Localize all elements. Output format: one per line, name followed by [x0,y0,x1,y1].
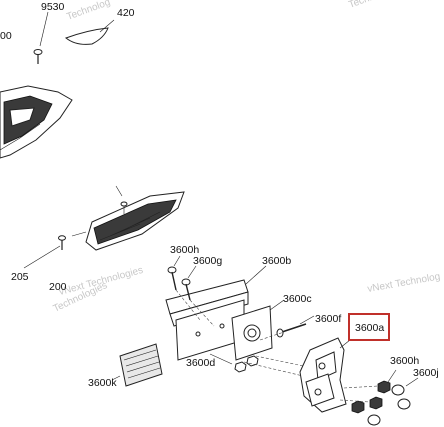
reflector-3600k [111,343,163,387]
highlight-box [348,313,390,341]
nuts-3600h-3600j [339,369,419,426]
screw-9530 [33,11,49,64]
screw-205 [23,231,87,269]
callout-3600f: 3600f [315,313,341,325]
callout-3600k: 3600k [88,377,117,389]
support-3600a [299,337,351,413]
bolts-3600h-3600g [167,255,215,327]
lens-420 [64,27,109,45]
callout-205: 205 [11,271,29,283]
callout-420: 420 [117,7,135,19]
callout-3600h-right: 3600h [390,355,419,367]
callout-3600b: 3600b [262,255,291,267]
callout-3600a: 3600a [355,322,384,334]
watermark-text: Technologies [347,0,406,11]
callout-3600j: 3600j [413,367,439,379]
callout-00: 00 [0,30,12,42]
bolt-3600f [259,315,315,341]
callout-3600h-top: 3600h [170,244,199,256]
watermark-text: Technolog [65,0,112,23]
callout-200: 200 [49,281,67,293]
headlight-assembly [0,85,73,159]
fog-light-200 [85,185,185,251]
callout-3600d: 3600d [186,357,215,369]
plate-3600c [231,299,285,361]
callout-3600g: 3600g [193,255,222,267]
watermark-text: vNext Technolog [367,271,442,295]
bracket-3600b [165,265,267,361]
callout-9530: 9530 [41,1,65,13]
callout-3600c: 3600c [283,293,312,305]
